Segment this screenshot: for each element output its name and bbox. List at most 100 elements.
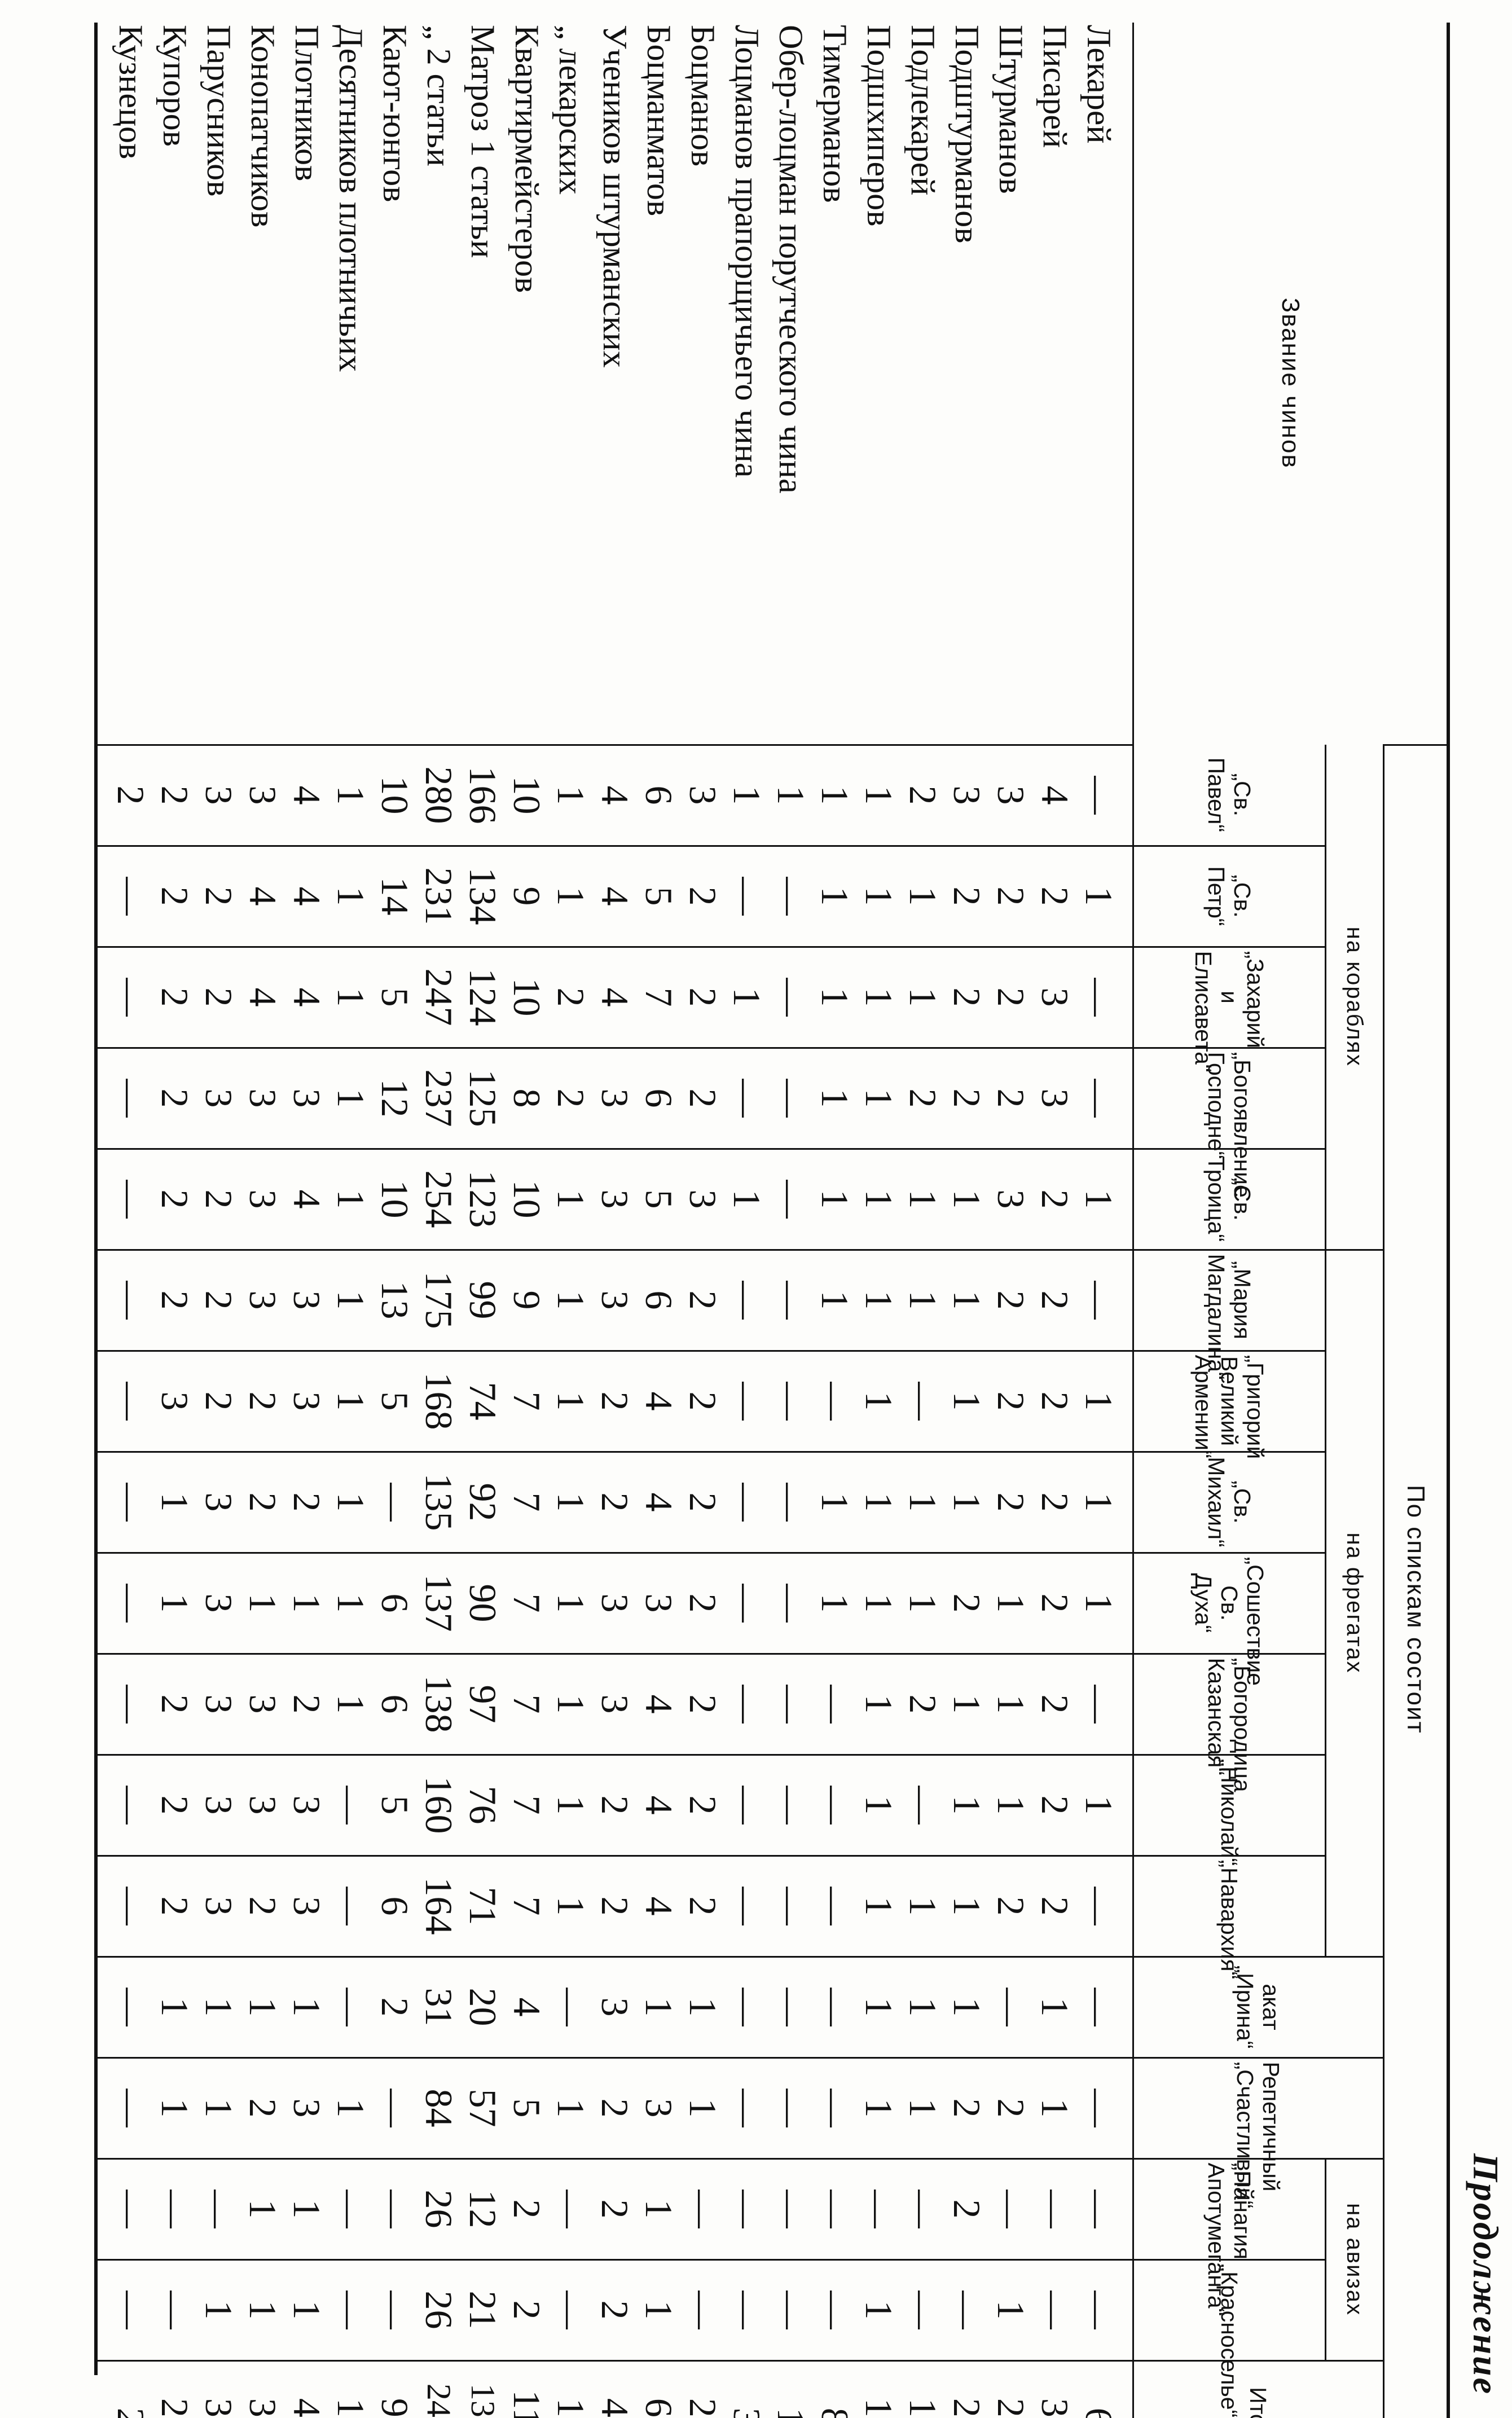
count-cell: 2: [945, 2058, 989, 2158]
count-cell: 2: [285, 1452, 329, 1553]
count-cell: 1: [813, 1048, 857, 1149]
count-cell: —: [813, 2158, 857, 2259]
count-cell: —: [769, 1250, 813, 1351]
count-cell: 1: [725, 745, 769, 846]
count-cell: —: [329, 1957, 373, 2058]
total-cell: 41: [285, 2360, 329, 2418]
count-cell: 3: [681, 745, 725, 846]
count-cell: 1: [901, 1553, 945, 1654]
count-cell: —: [98, 1654, 153, 1755]
count-cell: 1: [857, 745, 901, 846]
total-cell: 28: [681, 2360, 725, 2418]
count-cell: 4: [285, 947, 329, 1048]
count-cell: 4: [593, 745, 637, 846]
count-cell: 1: [813, 745, 857, 846]
column-header: „Св. Павел“: [1133, 745, 1326, 846]
count-cell: 3: [153, 1351, 197, 1452]
count-cell: 3: [593, 1250, 637, 1351]
count-cell: 1: [857, 1957, 901, 2058]
count-cell: —: [98, 1452, 153, 1553]
count-cell: 2: [197, 947, 241, 1048]
count-cell: 1: [329, 1654, 373, 1755]
count-cell: 3: [285, 1250, 329, 1351]
column-header: „Св. Петр“: [1133, 846, 1326, 947]
count-cell: —: [98, 846, 153, 947]
count-cell: 2: [681, 1755, 725, 1856]
count-cell: 2: [153, 947, 197, 1048]
count-cell: —: [725, 2158, 769, 2259]
count-cell: 2: [945, 947, 989, 1048]
count-cell: 1: [1077, 846, 1133, 947]
count-cell: 4: [241, 947, 285, 1048]
count-cell: 1: [989, 1755, 1033, 1856]
column-header: „Св. Михаил“: [1133, 1452, 1326, 1553]
count-cell: —: [725, 1553, 769, 1654]
count-cell: 1: [329, 1048, 373, 1149]
count-cell: 1: [329, 947, 373, 1048]
total-column-header: Итого: [1133, 2360, 1384, 2418]
count-cell: 4: [593, 947, 637, 1048]
count-cell: —: [373, 2158, 417, 2259]
count-cell: 4: [285, 1149, 329, 1250]
count-cell: 92: [461, 1452, 505, 1553]
count-cell: 1: [329, 1351, 373, 1452]
count-cell: 3: [197, 1654, 241, 1755]
count-cell: 4: [637, 1452, 681, 1553]
count-cell: 2: [197, 1351, 241, 1452]
count-cell: —: [549, 2158, 593, 2259]
count-cell: —: [725, 2058, 769, 2158]
count-cell: —: [373, 2259, 417, 2360]
count-cell: —: [725, 1351, 769, 1452]
count-cell: —: [98, 2058, 153, 2158]
count-cell: —: [98, 1856, 153, 1957]
count-cell: —: [769, 1452, 813, 1553]
ranks-table: Звание чинов По спискам состоит на кораб…: [98, 23, 1450, 2418]
column-header: „Захарий и Елисавета“: [1133, 947, 1326, 1072]
count-cell: 135: [417, 1452, 461, 1553]
count-cell: 1: [153, 1452, 197, 1553]
count-cell: 1: [285, 1957, 329, 2058]
count-cell: 2: [681, 1452, 725, 1553]
count-cell: 3: [285, 1856, 329, 1957]
rank-name: Подлекарей: [904, 25, 942, 196]
count-cell: 2: [681, 1048, 725, 1149]
table-bottom-rule: [94, 23, 98, 2375]
rank-name: Учеников штурманских: [596, 25, 634, 368]
count-cell: 1: [1033, 2058, 1077, 2158]
count-cell: 2: [1033, 1452, 1077, 1553]
count-cell: 10: [505, 745, 549, 846]
count-cell: 1: [1033, 1957, 1077, 2058]
count-cell: —: [98, 1755, 153, 1856]
count-cell: 7: [505, 1654, 549, 1755]
count-cell: 3: [681, 1149, 725, 1250]
count-cell: 1: [945, 1856, 989, 1957]
count-cell: 6: [637, 1250, 681, 1351]
count-cell: 2: [549, 1048, 593, 1149]
rank-name: Боцманов: [684, 25, 722, 167]
count-cell: 1: [725, 947, 769, 1048]
count-cell: 2: [989, 846, 1033, 947]
count-cell: 1: [901, 1856, 945, 1957]
count-cell: —: [725, 1250, 769, 1351]
count-cell: 3: [285, 1048, 329, 1149]
count-cell: —: [98, 1351, 153, 1452]
total-cell: 15: [549, 2360, 593, 2418]
count-cell: 2: [989, 1048, 1033, 1149]
total-cell: 15: [901, 2360, 945, 2418]
count-cell: 7: [505, 1452, 549, 1553]
count-cell: 1: [813, 1250, 857, 1351]
total-cell: 39: [241, 2360, 285, 2418]
rank-name: Матроз 1 статьи: [464, 25, 502, 258]
count-cell: 124: [461, 947, 505, 1048]
count-cell: 1: [901, 2058, 945, 2158]
count-cell: 1: [813, 1452, 857, 1553]
count-cell: 1: [857, 947, 901, 1048]
count-cell: 1: [329, 1149, 373, 1250]
